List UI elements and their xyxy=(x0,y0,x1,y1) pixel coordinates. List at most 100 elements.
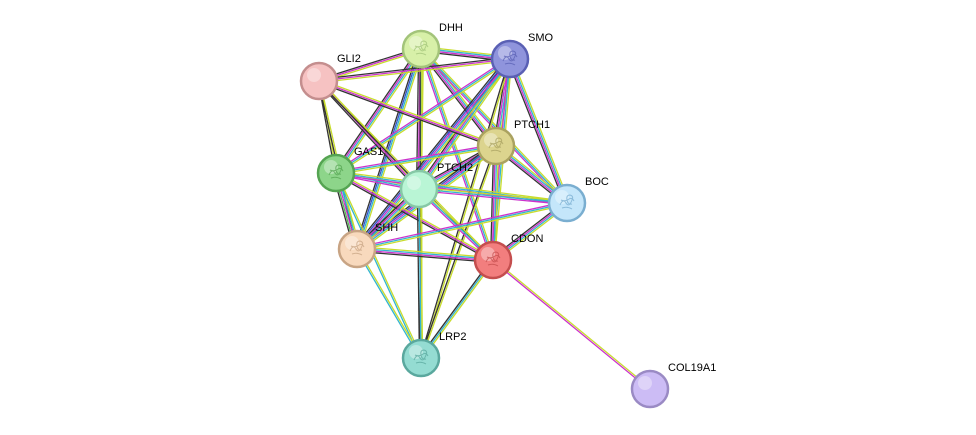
edge-line-magenta xyxy=(318,58,511,82)
edge-line-cyan xyxy=(510,58,569,203)
node-label: CDON xyxy=(511,233,543,245)
edge-smo-lrp2[interactable] xyxy=(419,58,512,359)
protein-structure-icon xyxy=(349,240,365,256)
node-gli2[interactable]: GLI2 xyxy=(299,53,361,101)
edge-line-magenta xyxy=(356,249,493,262)
edge-dhh-shh[interactable] xyxy=(354,48,424,250)
edge-gas1-cdon[interactable] xyxy=(334,171,495,262)
edge-line-cyan xyxy=(355,249,421,359)
edge-line-black xyxy=(354,48,420,249)
node-highlight xyxy=(307,68,321,82)
edge-line-magenta xyxy=(356,58,511,250)
edge-boc-shh[interactable] xyxy=(356,200,568,252)
node-label: BOC xyxy=(585,176,609,188)
edge-line-yellowgreen xyxy=(358,49,424,250)
edge-line-black xyxy=(334,173,493,262)
edge-line-black xyxy=(318,81,496,149)
edge-line-cyan xyxy=(336,49,423,174)
edge-ptch1-lrp2[interactable] xyxy=(419,145,498,359)
node-circle[interactable] xyxy=(547,183,587,223)
edge-line-blue xyxy=(355,57,510,249)
edge-line-yellowgreen xyxy=(357,248,423,358)
edges-layer xyxy=(317,45,651,391)
edge-line-yellowgreen xyxy=(319,59,511,84)
edge-gas1-lrp2[interactable] xyxy=(334,172,423,359)
edge-ptch2-lrp2[interactable] xyxy=(416,188,424,359)
edge-line-black xyxy=(354,56,509,248)
node-cdon[interactable]: CDON xyxy=(473,233,543,280)
edge-line-cyan xyxy=(420,48,568,204)
node-shh[interactable]: SHH xyxy=(337,222,398,269)
node-circle[interactable] xyxy=(401,338,441,378)
edge-line-yellowgreen xyxy=(419,188,424,358)
edge-line-magenta xyxy=(418,189,567,206)
node-lrp2[interactable]: LRP2 xyxy=(401,331,467,378)
protein-structure-squiggle xyxy=(349,240,365,256)
node-circle[interactable] xyxy=(473,240,513,280)
edge-line-magenta xyxy=(334,57,510,173)
edge-line-black xyxy=(356,250,493,264)
edge-line-cyan xyxy=(418,188,422,359)
edge-line-cyan xyxy=(357,49,423,250)
protein-structure-icon xyxy=(559,194,575,210)
edge-smo-boc[interactable] xyxy=(507,57,570,205)
edge-gli2-ptch1[interactable] xyxy=(318,78,497,149)
node-ptch1[interactable]: PTCH1 xyxy=(476,119,550,166)
edge-line-yellowgreen xyxy=(336,170,568,203)
protein-structure-squiggle xyxy=(488,137,504,153)
node-circle[interactable] xyxy=(399,169,439,209)
edge-line-yellowgreen xyxy=(357,203,568,252)
edge-shh-cdon[interactable] xyxy=(356,245,494,264)
protein-structure-squiggle xyxy=(413,40,429,56)
protein-structure-squiggle xyxy=(328,164,344,180)
protein-structure-squiggle xyxy=(559,194,575,210)
edge-line-cyan xyxy=(357,247,494,260)
node-circle[interactable] xyxy=(401,29,441,69)
node-smo[interactable]: SMO xyxy=(490,32,554,79)
edge-line-cyan xyxy=(335,58,511,174)
protein-structure-squiggle xyxy=(502,50,518,66)
node-highlight xyxy=(638,376,652,390)
node-circle[interactable] xyxy=(299,61,339,101)
edge-line-cyan xyxy=(356,202,568,250)
edge-smo-gli2[interactable] xyxy=(318,56,511,84)
edge-line-cyan xyxy=(334,173,421,359)
edge-ptch2-boc[interactable] xyxy=(418,186,568,206)
node-circle[interactable] xyxy=(630,369,670,409)
node-col19a1[interactable]: COL19A1 xyxy=(630,362,716,409)
edge-line-black xyxy=(416,189,421,359)
edge-line-magenta xyxy=(335,143,496,173)
node-circle[interactable] xyxy=(476,126,516,166)
node-highlight xyxy=(407,176,421,190)
edge-line-black xyxy=(317,81,493,262)
node-circle[interactable] xyxy=(337,229,377,269)
edge-cdon-col19a1[interactable] xyxy=(492,258,651,391)
node-label: SHH xyxy=(375,222,398,234)
protein-structure-icon xyxy=(328,164,344,180)
edge-line-magenta xyxy=(356,200,567,249)
edge-line-yellowgreen xyxy=(419,186,568,203)
edge-line-magenta xyxy=(335,172,494,261)
edge-shh-lrp2[interactable] xyxy=(355,248,423,359)
node-label: GLI2 xyxy=(337,53,361,65)
node-label: PTCH2 xyxy=(437,162,473,174)
node-boc[interactable]: BOC xyxy=(547,176,609,223)
edge-line-yellowgreen xyxy=(421,260,495,360)
protein-structure-icon xyxy=(488,137,504,153)
edge-line-yellowgreen xyxy=(421,146,498,359)
node-circle[interactable] xyxy=(490,39,530,79)
edge-cdon-lrp2[interactable] xyxy=(419,258,495,360)
node-ptch2[interactable]: PTCH2 xyxy=(399,162,473,209)
edge-line-black xyxy=(333,47,420,173)
protein-structure-icon xyxy=(485,251,501,267)
node-dhh[interactable]: DHH xyxy=(401,22,463,69)
protein-structure-icon xyxy=(502,50,518,66)
edge-ptch1-gas1[interactable] xyxy=(335,143,497,176)
edge-line-black xyxy=(419,258,493,358)
protein-structure-squiggle xyxy=(413,349,429,365)
edge-line-black xyxy=(318,56,510,81)
node-circle[interactable] xyxy=(316,153,356,193)
node-label: GAS1 xyxy=(354,146,383,158)
edge-line-yellowgreen xyxy=(336,146,497,176)
node-gas1[interactable]: GAS1 xyxy=(316,146,383,193)
